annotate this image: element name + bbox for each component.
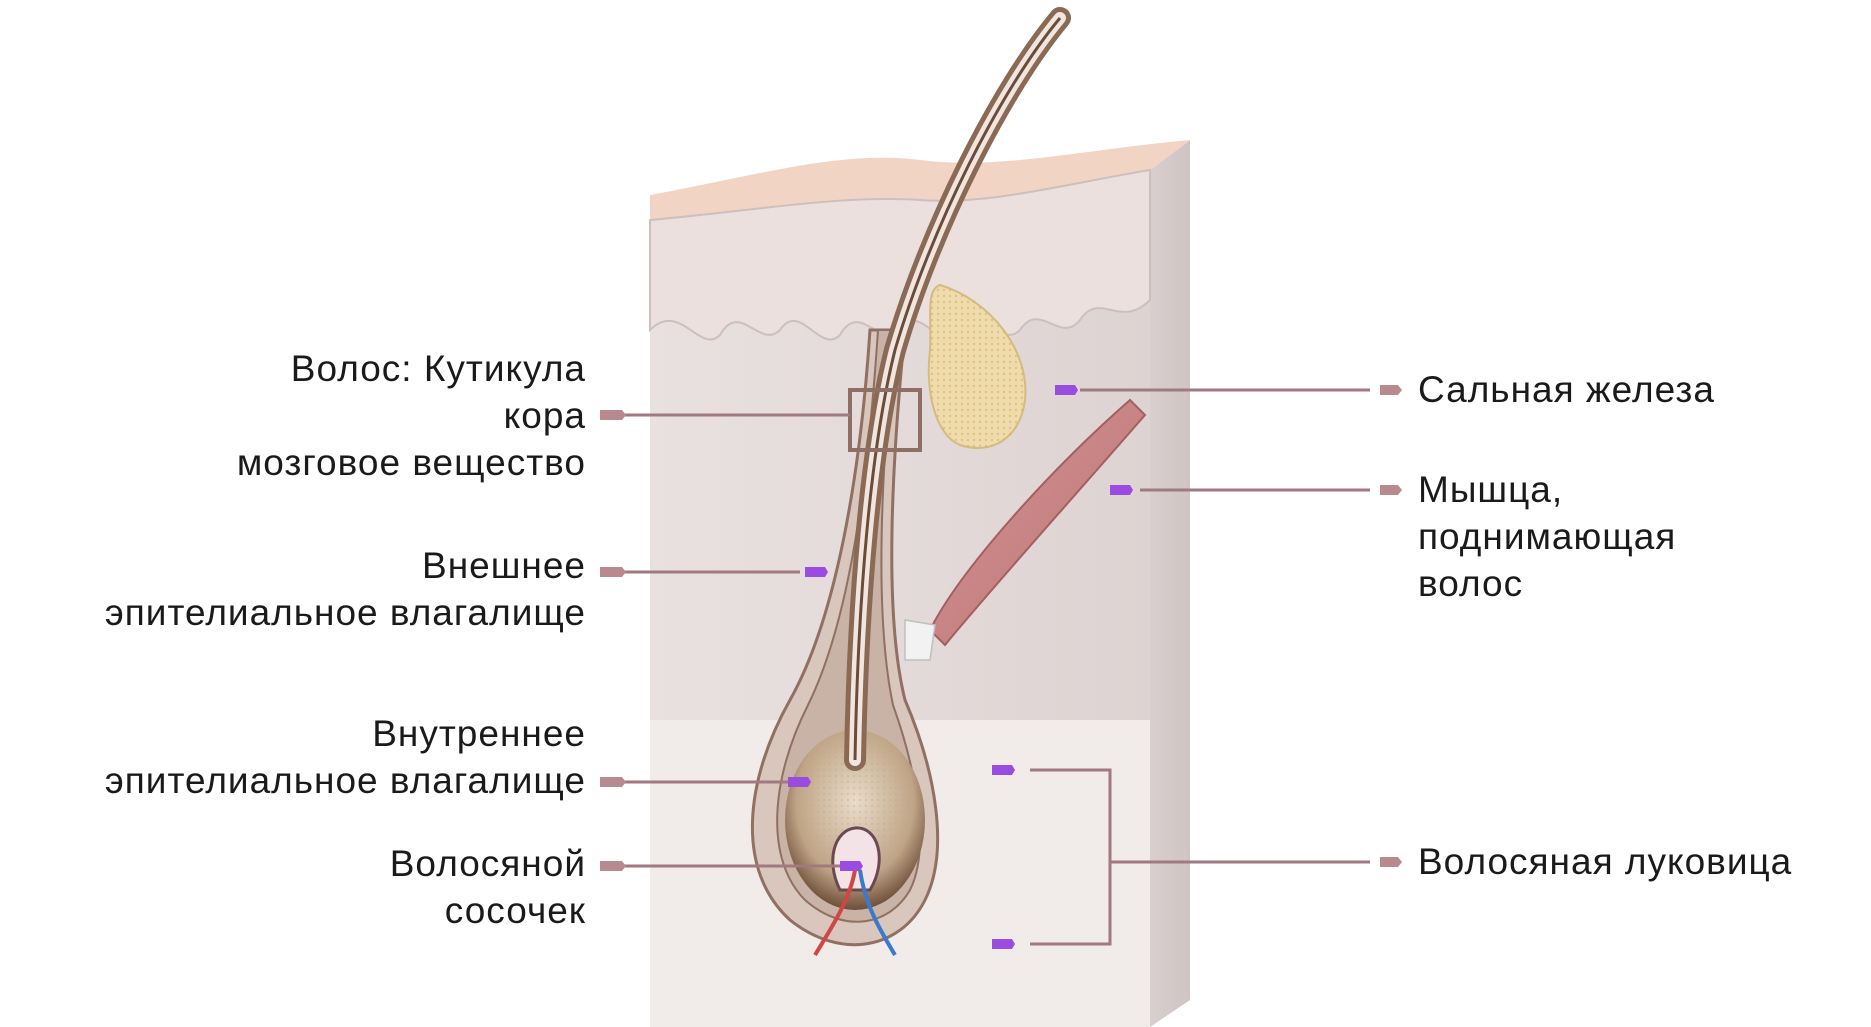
arrector-pili-tendon [905, 620, 935, 660]
marker-papilla [840, 861, 863, 871]
label-outer-root-sheath: Внешнее эпителиальное влагалище [105, 542, 586, 636]
label-arrector-pili-line2: поднимающая [1418, 513, 1676, 560]
label-arrector-pili-line1: Мышца, [1418, 466, 1676, 513]
skin-side-face [1150, 140, 1190, 1027]
marker-outer-sheath [805, 567, 828, 577]
label-hair-bulb-line1: Волосяная луковица [1418, 838, 1792, 885]
label-dermal-papilla: Волосяной сосочек [390, 840, 586, 934]
label-outer-root-sheath-line2: эпителиальное влагалище [105, 589, 586, 636]
label-inner-root-sheath: Внутреннее эпителиальное влагалище [105, 710, 586, 804]
label-inner-root-sheath-line2: эпителиальное влагалище [105, 757, 586, 804]
label-hair-shaft-line2: кора [237, 392, 586, 439]
label-inner-root-sheath-line1: Внутреннее [105, 710, 586, 757]
label-outer-root-sheath-line1: Внешнее [105, 542, 586, 589]
label-hair-bulb: Волосяная луковица [1418, 838, 1792, 885]
label-dermal-papilla-line1: Волосяной [390, 840, 586, 887]
label-hair-shaft-line3: мозговое вещество [237, 439, 586, 486]
marker-bulb-bottom [992, 939, 1015, 949]
label-sebaceous-gland: Сальная железа [1418, 366, 1715, 413]
label-dermal-papilla-line2: сосочек [390, 887, 586, 934]
marker-inner-sheath [788, 777, 811, 787]
dermal-papilla [833, 828, 879, 890]
marker-muscle [1110, 485, 1133, 495]
label-sebaceous-gland-line1: Сальная железа [1418, 366, 1715, 413]
label-hair-shaft-line1: Волос: Кутикула [237, 345, 586, 392]
marker-bulb-top [992, 765, 1015, 775]
marker-sebaceous [1055, 385, 1078, 395]
label-arrector-pili-line3: волос [1418, 560, 1676, 607]
label-hair-shaft: Волос: Кутикула кора мозговое вещество [237, 345, 586, 486]
label-arrector-pili: Мышца, поднимающая волос [1418, 466, 1676, 607]
